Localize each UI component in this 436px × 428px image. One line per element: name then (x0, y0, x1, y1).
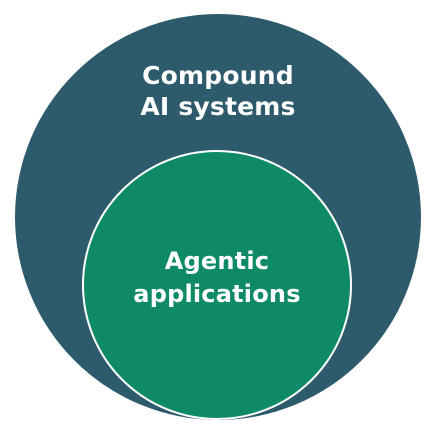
outer-label-line-2: AI systems (140, 92, 296, 121)
inner-label-line-2: applications (133, 280, 301, 308)
outer-label-line-1: Compound (142, 61, 294, 90)
inner-circle (82, 150, 352, 420)
outer-circle-label: Compound AI systems (0, 60, 436, 122)
inner-circle-label: Agentic applications (82, 245, 352, 311)
inner-label-line-1: Agentic (164, 247, 270, 275)
